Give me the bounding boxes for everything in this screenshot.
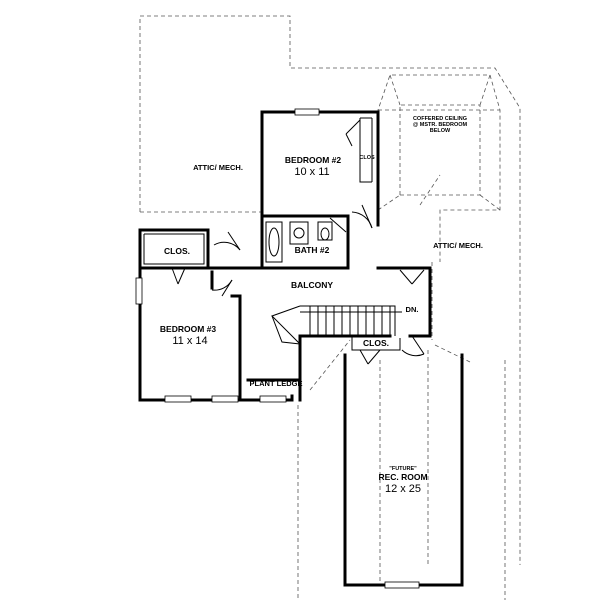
coffered-line-2: @ MSTR. BEDROOM xyxy=(413,122,468,128)
stair-down-label: DN. xyxy=(406,305,419,314)
rec-room-size: 12 x 25 xyxy=(385,483,421,495)
staircase xyxy=(271,305,402,345)
rec-closet-label: CLOS. xyxy=(363,338,389,348)
bath-2-walls xyxy=(260,214,350,270)
bath-2-label: BATH #2 xyxy=(295,245,330,255)
attic-dashed-outlines xyxy=(139,15,521,600)
attic-left-label: ATTIC/ MECH. xyxy=(193,163,243,172)
balcony-label: BALCONY xyxy=(291,280,333,290)
rec-room-walls xyxy=(343,335,464,589)
rec-room-future-label: "FUTURE" xyxy=(389,466,417,472)
coffered-line-3: BELOW xyxy=(430,128,451,134)
bedroom-2-closet-label: CLOS xyxy=(359,155,375,161)
bedroom-3-name: BEDROOM #3 xyxy=(160,324,216,334)
bedroom-3-size: 11 x 14 xyxy=(172,335,207,347)
bedroom-2-name: BEDROOM #2 xyxy=(285,155,341,165)
bedroom-2-walls xyxy=(260,108,380,270)
bedroom-3-closet-label: CLOS. xyxy=(164,246,190,256)
bedroom-2-size: 10 x 11 xyxy=(294,166,329,178)
main-walls xyxy=(135,228,432,403)
plant-ledge-label: PLANT LEDGE xyxy=(250,379,303,388)
rec-room-name: REC. ROOM xyxy=(378,472,427,482)
coffered-line-1: COFFERED CEILING xyxy=(413,116,467,122)
attic-right-label: ATTIC/ MECH. xyxy=(433,241,483,250)
